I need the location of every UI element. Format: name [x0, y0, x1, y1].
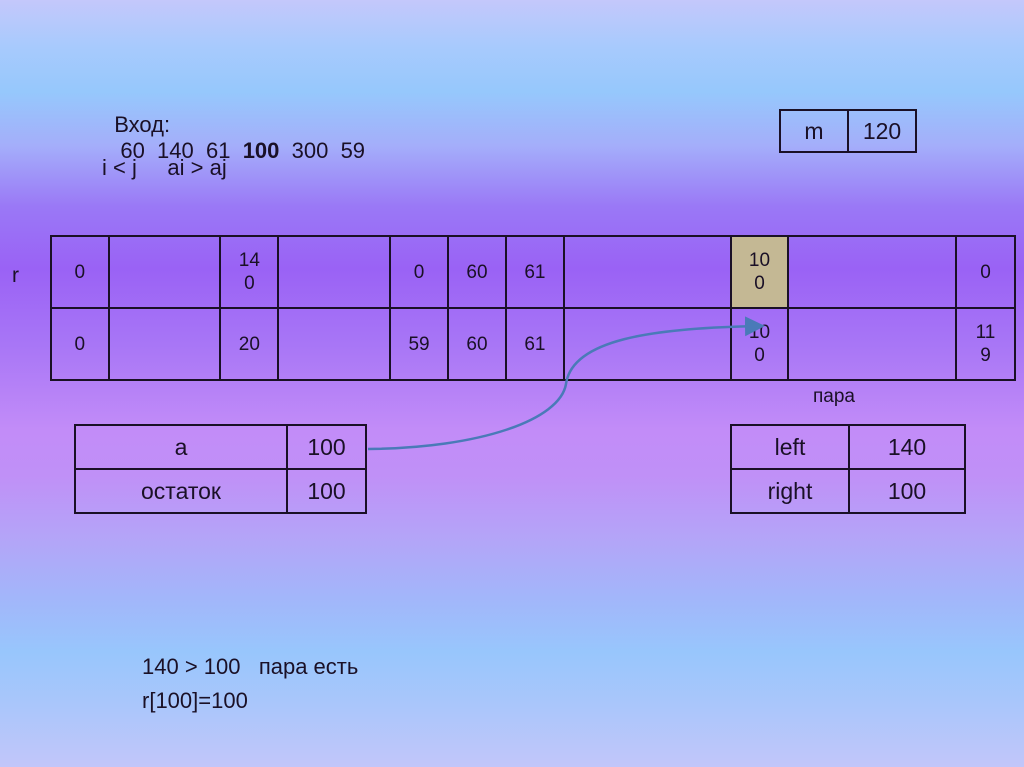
r-cell: 0 — [50, 307, 110, 381]
input-value: 59 — [334, 138, 372, 163]
para-label: пара — [813, 386, 855, 407]
remainder-value: 100 — [286, 468, 367, 514]
input-value: 140 — [150, 138, 200, 163]
r-cell: 61 — [504, 307, 565, 381]
input-values: 60 140 61 100 300 59 — [114, 138, 371, 163]
r-cell — [786, 235, 958, 309]
r-cell: 20 — [219, 307, 280, 381]
r-cell — [277, 307, 392, 381]
right-value: 100 — [848, 468, 966, 514]
input-line: Вход: 60 140 61 100 300 59 — [102, 86, 371, 164]
result-line-1: 140 > 100 пара есть — [142, 654, 359, 679]
a-label: a — [74, 424, 288, 470]
a-table: a 100 остаток 100 — [74, 424, 367, 514]
pair-table: left 140 right 100 — [730, 424, 966, 514]
r-cell: 60 — [447, 235, 507, 309]
r-cell: 0 — [389, 235, 449, 309]
r-cell: 60 — [447, 307, 507, 381]
r-cell: 0 — [955, 235, 1016, 309]
r-cell: 0 — [50, 235, 110, 309]
r-cell: 14 0 — [219, 235, 280, 309]
input-label: Вход: — [114, 112, 171, 137]
r-cell — [107, 307, 222, 381]
r-cell: 61 — [504, 235, 565, 309]
r-cell — [562, 235, 732, 309]
condition-text: i < j ai > aj — [102, 155, 227, 180]
result-line-2: r[100]=100 — [142, 688, 248, 713]
input-value: 61 — [199, 138, 237, 163]
left-label: left — [730, 424, 850, 470]
r-cell — [277, 235, 392, 309]
r-cell: 10 0 — [729, 307, 789, 381]
right-label: right — [730, 468, 850, 514]
r-cell — [562, 307, 732, 381]
input-value: 300 — [285, 138, 335, 163]
r-cell — [107, 235, 222, 309]
left-value: 140 — [848, 424, 966, 470]
m-label: m — [779, 109, 849, 153]
input-value: 60 — [114, 138, 151, 163]
a-value: 100 — [286, 424, 367, 470]
r-label: r — [12, 264, 19, 287]
r-cell: 59 — [389, 307, 449, 381]
r-cell — [786, 307, 958, 381]
input-value: 100 — [236, 138, 286, 163]
remainder-label: остаток — [74, 468, 288, 514]
r-cell: 10 0 — [729, 235, 789, 309]
m-value: 120 — [847, 109, 917, 153]
m-table: m 120 — [779, 109, 917, 153]
r-cell: 11 9 — [955, 307, 1016, 381]
